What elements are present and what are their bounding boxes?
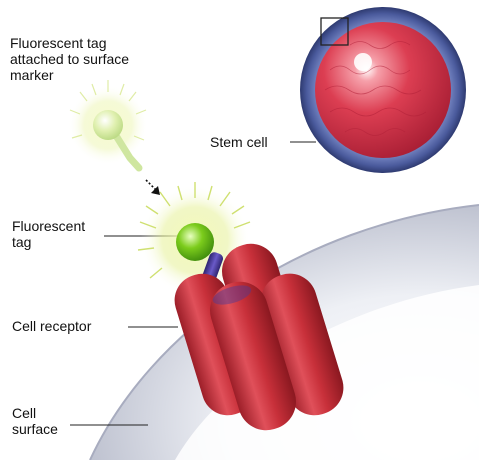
free-fluorescent-tag xyxy=(68,80,148,168)
stem-cell xyxy=(300,7,466,173)
tag-sphere xyxy=(176,223,214,261)
label-fluorescent-tag-attached: Fluorescent tag attached to surface mark… xyxy=(10,35,210,83)
label-cell-receptor: Cell receptor xyxy=(12,318,122,334)
label-fluorescent-tag: Fluorescent tag xyxy=(12,218,112,250)
label-cell-surface: Cell surface xyxy=(12,405,82,437)
movement-arrow xyxy=(146,180,160,195)
label-stem-cell: Stem cell xyxy=(210,134,290,150)
